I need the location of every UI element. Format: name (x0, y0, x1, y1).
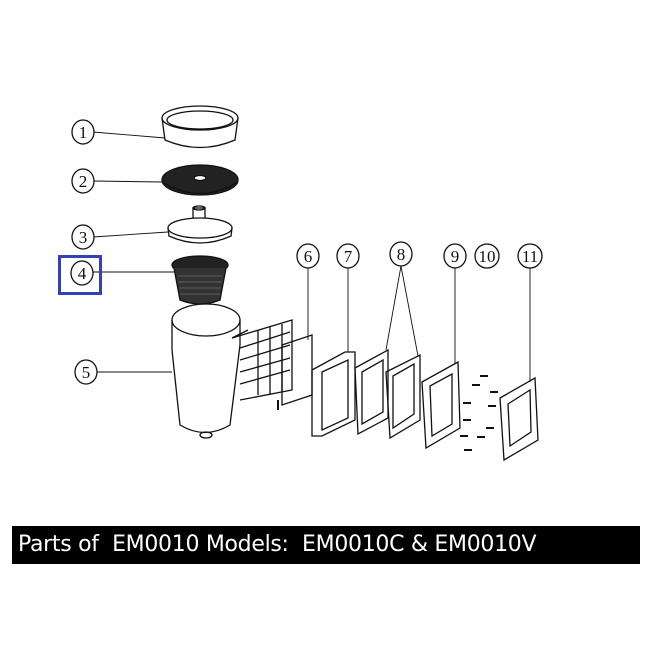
svg-text:11: 11 (522, 247, 538, 266)
part-2-lid (161, 164, 239, 196)
svg-text:1: 1 (79, 123, 88, 142)
callout-6: 6 (296, 243, 320, 269)
svg-text:2: 2 (79, 172, 88, 191)
part-9-mounting-plate (421, 360, 461, 450)
callout-4: 4 (70, 260, 94, 286)
part-8-gaskets (354, 348, 421, 440)
callout-7: 7 (336, 243, 360, 269)
callout-5: 5 (74, 359, 98, 385)
svg-text:7: 7 (344, 247, 353, 266)
callout-9: 9 (443, 243, 467, 269)
callout-10: 10 (474, 243, 500, 269)
part-11-cover-frame (499, 376, 539, 462)
callout-3: 3 (71, 224, 95, 250)
part-5-skimmer-body (171, 303, 293, 439)
callout-2: 2 (71, 168, 95, 194)
svg-text:5: 5 (82, 363, 91, 382)
part-10-screws (460, 375, 498, 451)
part-1-collar-ring (161, 105, 239, 149)
callout-1: 1 (71, 119, 95, 145)
svg-text:10: 10 (479, 247, 496, 266)
part-4-basket (171, 255, 229, 305)
svg-text:6: 6 (304, 247, 313, 266)
caption-banner: Parts of EM0010 Models: EM0010C & EM0010… (12, 526, 640, 564)
svg-text:8: 8 (397, 245, 406, 264)
callout-8: 8 (389, 241, 413, 267)
part-4-highlight-box (58, 255, 102, 295)
callout-11: 11 (517, 243, 543, 269)
part-7-faceplate-frame (311, 351, 356, 437)
leader-lines (92, 131, 531, 382)
svg-text:9: 9 (451, 247, 460, 266)
part-3-float-adjuster (167, 205, 233, 244)
svg-text:3: 3 (79, 228, 88, 247)
svg-text:4: 4 (78, 264, 87, 283)
